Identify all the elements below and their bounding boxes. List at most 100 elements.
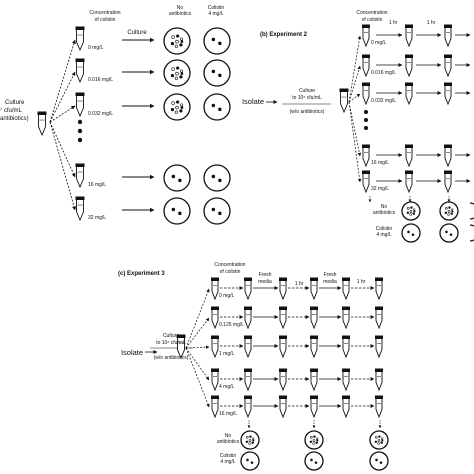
exp2-concentration-label: 0.032 mg/L [371, 98, 396, 104]
colony [218, 178, 222, 183]
exp3-branch-arrow [185, 345, 210, 349]
tube-cap [342, 395, 350, 399]
colony [250, 461, 254, 464]
tube-body [244, 336, 252, 359]
exp1-branch-arrow [49, 71, 76, 123]
tube-body [279, 278, 287, 301]
tube-body [362, 25, 370, 48]
exp3-branch-arrow [185, 347, 210, 408]
exp1-dish-colistin [203, 59, 231, 87]
tube-cap [342, 335, 350, 339]
colony [407, 230, 410, 234]
exp3-timepoint-tube [342, 306, 350, 330]
exp1-concentration-tube [75, 26, 85, 52]
exp3-step-label: Fresh [324, 272, 337, 278]
exp3-timepoint-tube [244, 368, 252, 392]
exp3-header-concentration-2: of colistin [220, 269, 241, 275]
exp1-source-tube [37, 111, 47, 137]
exp2-timepoint-tube [444, 82, 452, 106]
exp2-branch-arrow [348, 35, 362, 103]
exp2-ellipsis-dot [364, 110, 368, 114]
exp3-legend-colistin-2: 4 mg/L [220, 459, 236, 465]
tube-body [244, 369, 252, 392]
tube-cap [244, 395, 252, 399]
tube-cap [279, 306, 287, 310]
exp2-branch-arrow [348, 65, 361, 103]
colony [248, 439, 252, 442]
colony [174, 44, 178, 48]
colony [246, 458, 249, 462]
tube-cap [244, 277, 252, 281]
tube-cap [405, 54, 413, 58]
tube-cap [310, 395, 318, 399]
colony [211, 37, 216, 42]
tube-body [342, 336, 350, 359]
exp1-concentration-label: 0 mg/L [88, 45, 104, 51]
exp1-culture-label: Culture [127, 30, 147, 36]
colony [407, 207, 410, 210]
tube-cap [405, 82, 413, 86]
tube-cap [362, 144, 370, 148]
exp3-concentration-label: 4 mg/L [219, 384, 235, 390]
colony [310, 436, 313, 439]
colony [249, 435, 252, 438]
colony [171, 207, 176, 212]
colony [175, 39, 179, 44]
exp3-timepoint-tube [375, 395, 383, 419]
colony [375, 458, 378, 462]
tube-cap [405, 170, 413, 174]
tube-body [76, 27, 84, 52]
exp3-title: (c) Experiment 3 [118, 271, 165, 277]
tube-cap [75, 26, 85, 30]
tube-cap [375, 368, 383, 372]
exp1-header-colistin-2: 4 mg/L [208, 11, 224, 17]
tube-cap [37, 111, 47, 115]
exp1-start-line-1: Culture [5, 100, 25, 106]
exp2-legend-dish-colistin [401, 223, 421, 243]
tube-cap [75, 58, 85, 62]
dish-rim [369, 451, 389, 471]
colony [445, 207, 448, 210]
colony [252, 439, 255, 442]
exp2-concentration-label: 0 mg/L [371, 40, 387, 46]
colony [211, 174, 216, 179]
exp3-step-label: Fresh [259, 272, 272, 278]
tube-cap [244, 368, 252, 372]
colony [218, 73, 222, 78]
exp3-timepoint-tube [279, 306, 287, 330]
tube-cap [211, 395, 219, 399]
tube-cap [375, 306, 383, 310]
colony [312, 442, 315, 445]
tube-cap [279, 335, 287, 339]
colony [211, 69, 216, 74]
colony [178, 178, 182, 183]
tube-body [375, 278, 383, 301]
tube-body [211, 336, 219, 359]
exp2-concentration-tube [362, 144, 370, 168]
tube-cap [211, 306, 219, 310]
colony [314, 461, 318, 464]
exp3-branch-arrow [185, 347, 210, 381]
exp2-legend-colistin-1: Colistin [376, 226, 393, 232]
exp2-timepoint-tube [444, 54, 452, 78]
colony [313, 435, 316, 438]
exp1-dish-colistin [203, 93, 231, 121]
colony [377, 439, 381, 442]
tube-body [362, 83, 370, 106]
exp3-isolate-label: Isolate [121, 348, 143, 357]
exp2-timepoint-tube [405, 24, 413, 48]
exp2-concentration-label: 32 mg/L [371, 186, 389, 192]
exp1-branch-arrow [49, 39, 76, 123]
exp1-ellipsis-dot [77, 128, 83, 134]
exp1-header-no-antibiotics-2: antibiotics [169, 11, 192, 17]
tube-cap [405, 144, 413, 148]
exp2-timepoint-tube [405, 82, 413, 106]
colony [211, 207, 216, 212]
colony [444, 211, 448, 215]
tube-body [362, 145, 370, 168]
tube-cap [444, 82, 452, 86]
dish-rim [163, 197, 191, 225]
exp1-start-line-3: antibiotics) [0, 116, 29, 122]
tube-body [342, 307, 350, 330]
exp2-legend-dish-cropped [469, 202, 474, 220]
